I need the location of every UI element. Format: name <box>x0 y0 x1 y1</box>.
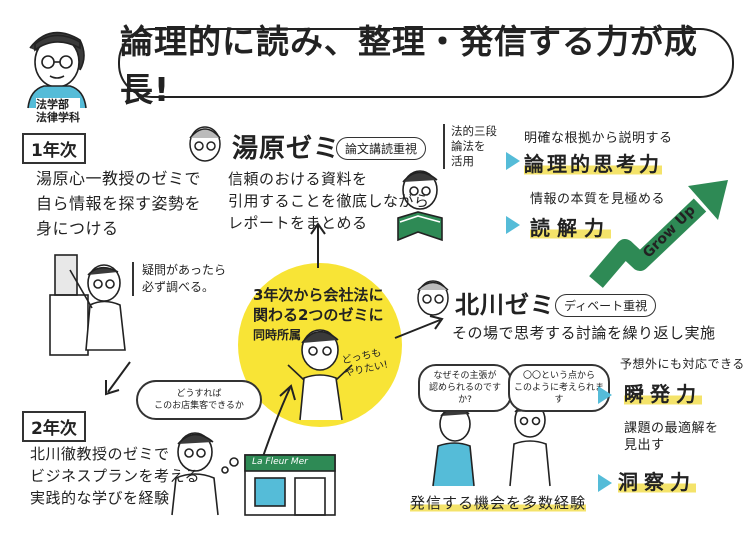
yuhara-desc-line: 信頼のおける資料を <box>228 170 368 188</box>
skill2-name: 読解力 <box>530 212 611 241</box>
page-title: 論理的に読み、整理・発信する力が成長! <box>118 22 734 109</box>
year2-desc-line: 実践的な学びを経験 <box>30 489 170 507</box>
year1-description: 湯原心一教授のゼミで 自ら情報を探す姿勢を 身につける <box>36 166 236 241</box>
flow-arrow-up-icon <box>310 222 326 268</box>
method-line: 論法を <box>451 139 486 153</box>
yuhara-description: 信頼のおける資料を 引用することを徹底しながら レポートをまとめる <box>228 168 430 234</box>
skill-pointer-icon <box>598 474 612 492</box>
q2-line: このように考えられます <box>514 383 605 405</box>
grow-up-arrow-icon <box>589 180 728 288</box>
debating-students-icon <box>432 402 551 487</box>
professor-kitagawa-icon <box>417 280 449 316</box>
center-line: 関わる2つのゼミに <box>253 306 384 324</box>
thought-line: どうすれば <box>176 389 222 399</box>
thought-line: このお店集客できるか <box>154 401 244 411</box>
skill2-sub: 情報の本質を見極める <box>530 192 666 207</box>
center-line: 3年次から会社法に <box>253 286 384 304</box>
skill4-sub-line: 見出す <box>624 438 665 453</box>
kitagawa-seminar-name: 北川ゼミ <box>455 291 555 319</box>
skill3-name: 瞬発力 <box>624 378 702 407</box>
flow-arrow-right-icon <box>394 315 444 339</box>
skill1-name: 論理的思考力 <box>524 148 662 177</box>
kitagawa-description: その場で思考する討論を繰り返し実施 <box>452 324 716 342</box>
yuhara-seminar-name: 湯原ゼミ <box>232 134 341 164</box>
header-dept-label: 法学部 法律学科 <box>36 98 80 124</box>
answer-bubble: 〇〇という点から このように考えられます <box>508 364 610 412</box>
yuhara-desc-line: 引用することを徹底しながら <box>228 192 430 210</box>
professor-yuhara-icon <box>189 126 221 162</box>
year1-desc-line: 自ら情報を探す姿勢を <box>36 194 202 213</box>
yuhara-desc-line: レポートをまとめる <box>228 214 368 232</box>
method-line: 活用 <box>451 154 474 168</box>
year2-label: 2年次 <box>22 411 86 442</box>
year1-label: 1年次 <box>22 133 86 164</box>
q1-line: 認められるのですか? <box>428 383 501 405</box>
kitagawa-seminar-tag: ディベート重視 <box>555 294 657 317</box>
shop-illustration-icon <box>244 454 336 516</box>
question-bubble: なぜその主張が 認められるのですか? <box>418 364 512 412</box>
q1-line: なぜその主張が <box>433 371 497 381</box>
method-line: 法的三段 <box>451 124 497 138</box>
kitagawa-footer: 発信する機会を多数経験 <box>410 492 587 513</box>
skill4-name: 洞察力 <box>618 466 696 495</box>
dept-text: 法学部 <box>36 98 69 111</box>
flow-arrow-down-icon <box>105 361 131 396</box>
skill3-sub: 予想外にも対応できる <box>620 357 745 371</box>
thought-line: 疑問があったら <box>142 263 227 277</box>
year1-desc-line: 身につける <box>36 219 119 238</box>
year2-desc-line: ビジネスプランを考える <box>30 467 201 485</box>
skill-pointer-icon <box>506 152 520 170</box>
major-text: 法律学科 <box>36 111 80 124</box>
skill4-sub: 課題の最適解を 見出す <box>624 420 719 454</box>
yuhara-method: 法的三段 論法を 活用 <box>443 124 497 169</box>
reading-student-icon <box>397 170 443 242</box>
year2-description: 北川徹教授のゼミで ビジネスプランを考える 実践的な学びを経験 <box>30 443 200 509</box>
shop-sign: La Fleur Mer <box>252 457 308 467</box>
skill1-sub: 明確な根拠から説明する <box>524 131 673 146</box>
year2-desc-line: 北川徹教授のゼミで <box>30 445 170 463</box>
year1-desc-line: 湯原心一教授のゼミで <box>36 169 202 188</box>
year1-thought: 疑問があったら 必ず調べる。 <box>132 262 226 296</box>
researching-student-icon <box>49 254 126 356</box>
center-message: 3年次から会社法に 関わる2つのゼミに 同時所属 <box>253 285 383 345</box>
skill-pointer-icon <box>506 216 520 234</box>
skill-pointer-icon <box>598 386 612 404</box>
student-avatar-icon <box>27 31 87 109</box>
skill4-sub-line: 課題の最適解を <box>624 421 719 436</box>
thought-line: 必ず調べる。 <box>142 280 215 294</box>
center-student-icon <box>287 329 353 421</box>
year2-thought-bubble: どうすれば このお店集客できるか <box>136 380 262 420</box>
q2-line: 〇〇という点から <box>522 371 595 381</box>
center-line: 同時所属 <box>253 328 302 342</box>
thinking-student-icon <box>171 432 239 516</box>
yuhara-seminar-tag: 論文講読重視 <box>336 137 427 160</box>
